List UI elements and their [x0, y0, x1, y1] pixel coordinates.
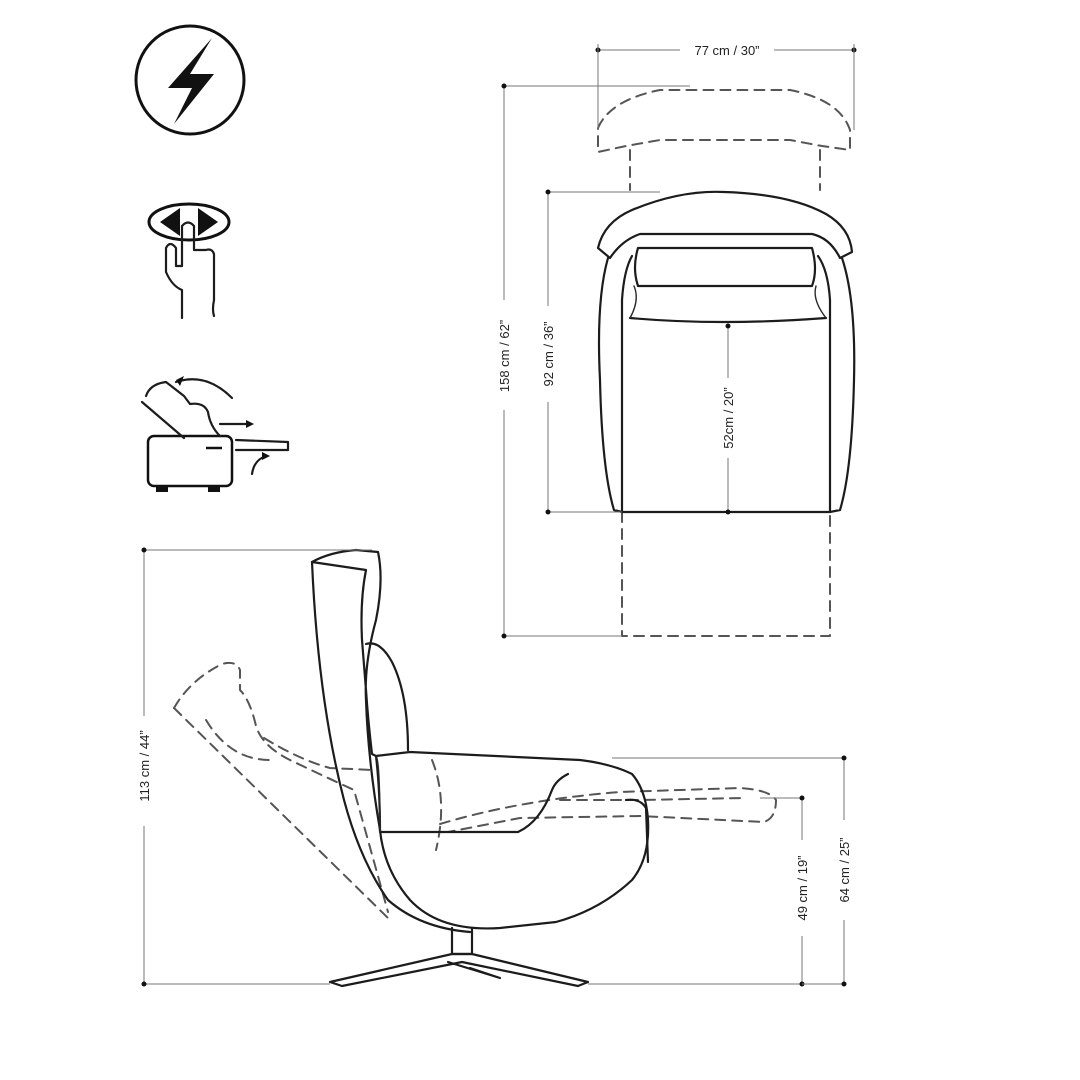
top-depth-dimension: 92 cm / 36” — [538, 189, 660, 515]
recline-motion-icon — [140, 376, 290, 492]
top-total-depth-dimension: 158 cm / 62” — [494, 83, 690, 639]
side-height-dimension: 113 cm / 44” — [134, 547, 372, 987]
side-height-label: 113 cm / 44” — [137, 730, 152, 801]
touch-button-icon — [147, 202, 231, 320]
arm-height-label: 64 cm / 25” — [837, 837, 852, 902]
seat-depth-label: 52cm / 20” — [721, 387, 736, 448]
power-bolt-icon — [134, 24, 246, 136]
seat-height-label: 49 cm / 19” — [795, 855, 810, 920]
seat-depth-dimension: 52cm / 20” — [718, 323, 738, 515]
side-view-chair — [173, 548, 777, 988]
top-width-dimension: 77 cm / 30” — [595, 40, 857, 130]
top-total-depth-label: 158 cm / 62” — [497, 320, 512, 392]
top-view-chair — [596, 89, 856, 637]
top-depth-label: 92 cm / 36” — [541, 321, 556, 386]
top-width-label: 77 cm / 30” — [694, 43, 759, 58]
arm-height-dimension: 64 cm / 25” — [612, 755, 854, 987]
seat-height-dimension: 49 cm / 19” — [588, 795, 812, 987]
